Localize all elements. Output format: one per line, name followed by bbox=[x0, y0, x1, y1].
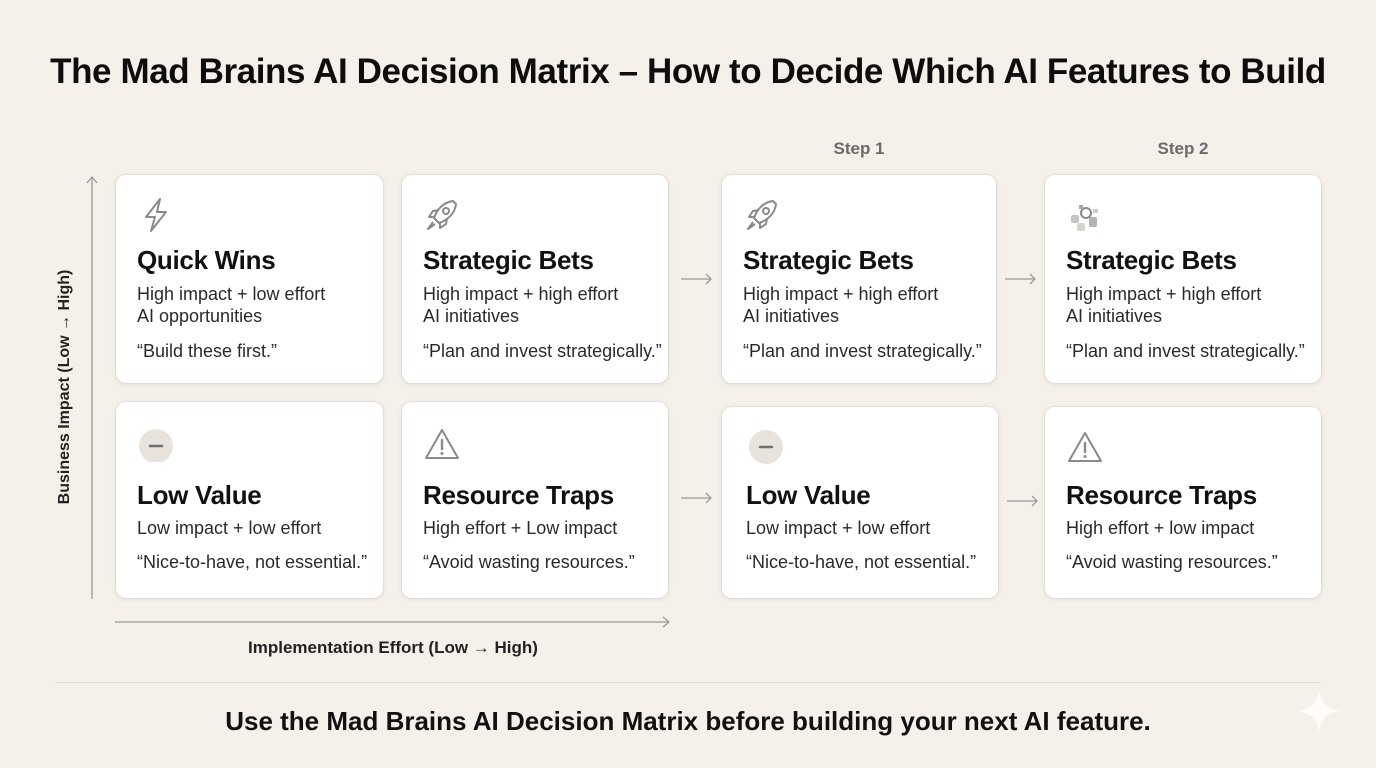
warning-icon bbox=[425, 429, 459, 459]
card-title: Low Value bbox=[137, 480, 262, 510]
card-quote: “Plan and invest strategically.” bbox=[1066, 341, 1305, 361]
step-2-label: Step 2 bbox=[1157, 139, 1209, 158]
lightning-icon bbox=[145, 198, 167, 232]
y-axis-label: Business Impact (Low → High) bbox=[56, 269, 73, 505]
strategic-bets-card: Strategic Bets High impact + high effort… bbox=[402, 175, 668, 383]
card-title: Strategic Bets bbox=[1066, 245, 1237, 275]
card-title: Resource Traps bbox=[1066, 480, 1257, 510]
quick-wins-card: Quick Wins High impact + low effort AI o… bbox=[116, 175, 383, 383]
card-title: Strategic Bets bbox=[743, 245, 914, 275]
page-title: The Mad Brains AI Decision Matrix – How … bbox=[50, 52, 1326, 91]
card-title: Quick Wins bbox=[137, 245, 276, 275]
card-quote: “Nice-to-have, not essential.” bbox=[137, 552, 368, 572]
card-desc-line-1: High effort + low impact bbox=[1066, 518, 1255, 538]
step-1-label: Step 1 bbox=[833, 139, 885, 158]
card-desc-line-1: High impact + high effort bbox=[423, 284, 619, 304]
card-quote: “Avoid wasting resources.” bbox=[423, 552, 635, 572]
minus-circle-icon bbox=[749, 430, 783, 464]
rocket-icon bbox=[747, 200, 777, 230]
warning-icon bbox=[1068, 432, 1102, 462]
step1-low-value-card: Low Value Low impact + low effort “Nice-… bbox=[722, 407, 998, 598]
card-desc-line-2: AI opportunities bbox=[137, 306, 263, 326]
card-desc-line-1: Low impact + low effort bbox=[137, 518, 322, 538]
card-desc-line-2: AI initiatives bbox=[423, 306, 520, 326]
card-desc-line-2: AI initiatives bbox=[1066, 306, 1163, 326]
y-axis-arrow bbox=[86, 175, 98, 599]
card-quote: “Build these first.” bbox=[137, 341, 278, 361]
divider bbox=[55, 682, 1321, 683]
card-desc-line-1: High impact + high effort bbox=[743, 284, 939, 304]
arrow-right-icon bbox=[1005, 273, 1036, 285]
arrow-right-icon bbox=[1007, 495, 1038, 507]
card-desc-line-1: High impact + high effort bbox=[1066, 284, 1262, 304]
arrow-right-icon bbox=[681, 492, 712, 504]
resource-traps-card: Resource Traps High effort + Low impact … bbox=[402, 402, 668, 598]
card-quote: “Plan and invest strategically.” bbox=[743, 341, 982, 361]
card-quote: “Avoid wasting resources.” bbox=[1066, 552, 1278, 572]
minus-circle-icon bbox=[139, 429, 173, 462]
glitched-icon bbox=[1071, 205, 1098, 231]
card-desc-line-1: High effort + Low impact bbox=[423, 518, 618, 538]
x-axis-label: Implementation Effort (Low → High) bbox=[248, 638, 538, 657]
card-title: Resource Traps bbox=[423, 480, 614, 510]
rocket-icon bbox=[427, 200, 457, 230]
x-axis-arrow bbox=[115, 616, 671, 628]
card-quote: “Plan and invest strategically.” bbox=[423, 341, 662, 361]
card-title: Low Value bbox=[746, 480, 871, 510]
step2-resource-traps-card: Resource Traps High effort + low impact … bbox=[1045, 407, 1321, 598]
step2-strategic-bets-card: Strategic Bets High impact + high effort… bbox=[1045, 175, 1321, 383]
card-desc-line-2: AI initiatives bbox=[743, 306, 840, 326]
card-quote: “Nice-to-have, not essential.” bbox=[746, 552, 977, 572]
card-desc-line-1: High impact + low effort bbox=[137, 284, 326, 304]
footer-text: Use the Mad Brains AI Decision Matrix be… bbox=[225, 706, 1151, 736]
sparkle-icon bbox=[1298, 690, 1340, 732]
low-value-card: Low Value Low impact + low effort “Nice-… bbox=[116, 402, 383, 598]
card-title: Strategic Bets bbox=[423, 245, 594, 275]
card-desc-line-1: Low impact + low effort bbox=[746, 518, 931, 538]
arrow-right-icon bbox=[681, 273, 712, 285]
step1-strategic-bets-card: Strategic Bets High impact + high effort… bbox=[722, 175, 996, 383]
